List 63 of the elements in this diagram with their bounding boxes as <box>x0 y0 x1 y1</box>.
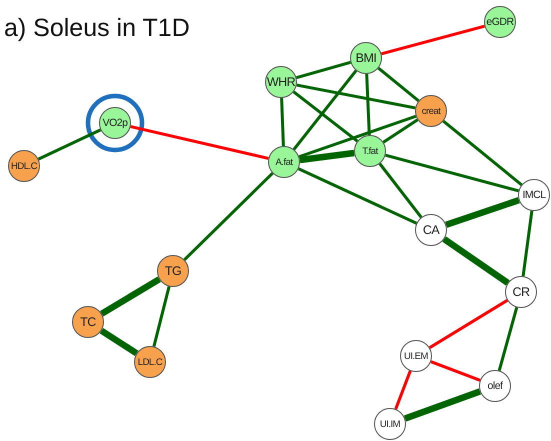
node-circle <box>8 150 40 182</box>
edge-line <box>298 114 416 158</box>
node-circle <box>268 146 300 178</box>
edge-line <box>280 98 285 146</box>
node-label: UI.IM <box>380 418 400 430</box>
edge-line <box>404 388 482 422</box>
edge-line <box>100 328 138 356</box>
edge-line <box>152 286 171 347</box>
edge-line <box>428 299 508 349</box>
node-label: BMI <box>356 51 376 65</box>
edge-line <box>298 167 418 225</box>
node-label: IMCL <box>522 189 546 201</box>
node-circle <box>134 346 166 378</box>
node-label: WHR <box>266 75 296 89</box>
edge-line <box>498 307 518 371</box>
node-circle <box>518 179 550 211</box>
edge-line <box>381 24 485 56</box>
edge-line <box>183 172 274 261</box>
edge-line <box>382 118 418 144</box>
node-label: T.fat <box>362 146 378 156</box>
edge-line <box>442 120 523 186</box>
edge-line <box>377 66 420 102</box>
node-circle <box>265 66 297 98</box>
node-circle <box>354 135 386 167</box>
edge-line <box>385 154 519 192</box>
edge-line <box>430 360 481 382</box>
node-label: A.fat <box>275 156 293 168</box>
node-circle <box>484 6 516 38</box>
node-circle <box>99 107 131 139</box>
node-circle <box>505 276 537 308</box>
edge-line <box>299 150 355 164</box>
node-label: olef <box>488 380 502 392</box>
node-circle <box>157 255 189 287</box>
edge-line <box>292 70 358 150</box>
title: a) Soleus in T1D <box>4 14 190 43</box>
node-circle <box>72 306 104 338</box>
node-label: TG <box>164 264 182 278</box>
edge-line <box>100 276 161 317</box>
edge-line <box>130 125 269 160</box>
node-circle <box>415 95 447 127</box>
edge-line <box>38 128 102 161</box>
node-label: creat <box>422 106 440 116</box>
edge-line <box>394 370 412 410</box>
edge-line <box>296 60 351 80</box>
node-label: CR <box>512 285 530 299</box>
edge-line <box>522 210 534 276</box>
edge-line <box>378 162 422 218</box>
node-label: eGDR <box>486 16 514 28</box>
node-circle <box>400 340 432 372</box>
node-label: VO2p <box>102 117 128 129</box>
node-label: HDL.C <box>10 160 37 172</box>
node-label: UI.EM <box>404 350 428 362</box>
node-circle <box>415 214 447 246</box>
edge-line <box>292 90 358 142</box>
edge-line <box>296 84 416 110</box>
node-label: LDL.C <box>138 356 162 368</box>
node-circle <box>350 42 382 74</box>
node-label: CA <box>422 223 440 237</box>
node-circle <box>479 370 511 402</box>
node-circle <box>374 408 406 440</box>
node-label: TC <box>80 315 96 329</box>
edge-line <box>445 197 520 228</box>
edge-line <box>365 74 371 136</box>
